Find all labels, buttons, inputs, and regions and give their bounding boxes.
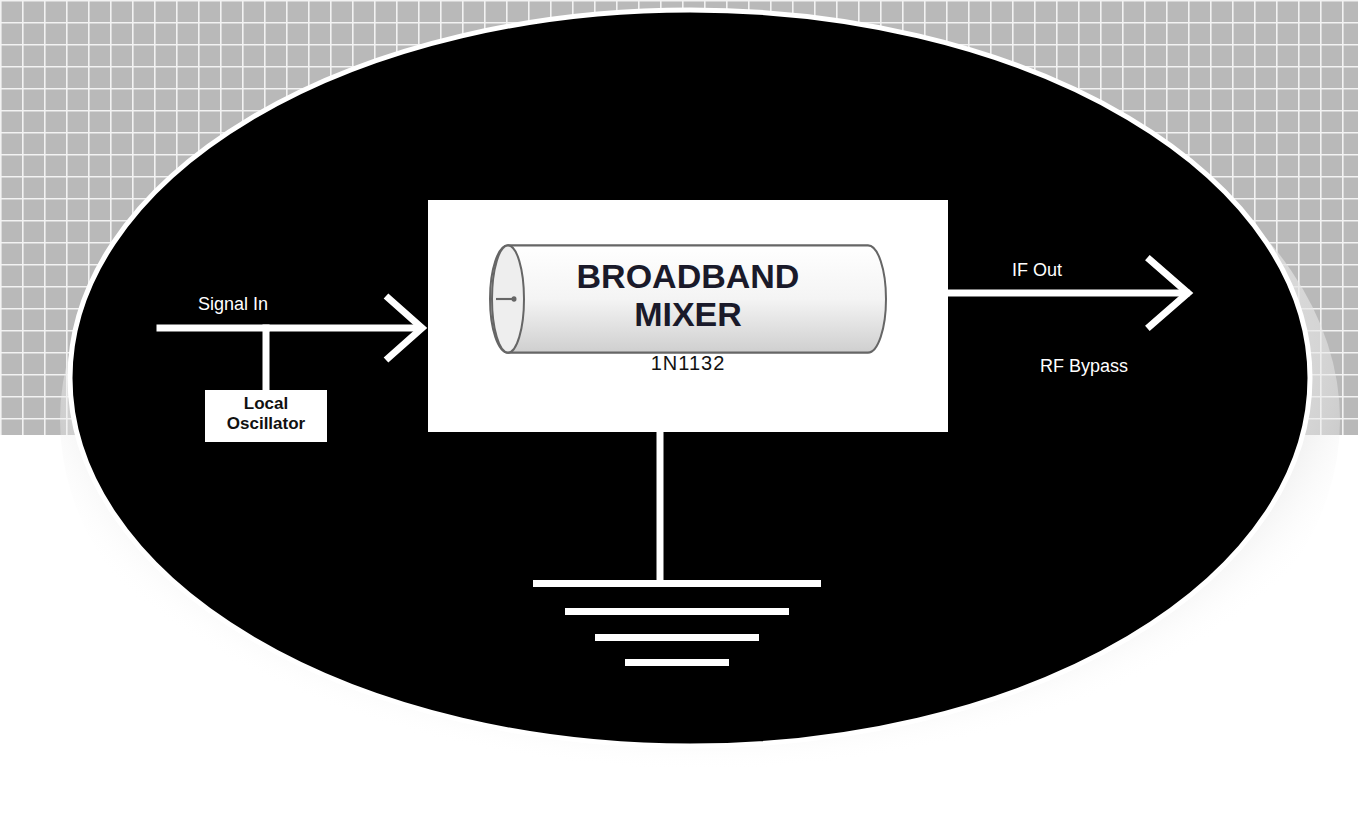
signal-connector xyxy=(266,296,422,390)
signal-label: RF Bypass xyxy=(1040,356,1128,377)
black-ellipse xyxy=(70,10,1310,746)
mixer-box: 1N1132 BROADBAND MIXER xyxy=(428,200,948,432)
ground-lead xyxy=(657,432,664,583)
signal-label: Signal In xyxy=(198,294,268,315)
signal-label: IF Out xyxy=(1012,260,1062,281)
ground-symbol xyxy=(533,580,821,666)
oscillator-label: Local Oscillator xyxy=(209,394,323,434)
part-number: 1N1132 xyxy=(442,352,934,375)
oscillator-box: Local Oscillator xyxy=(205,390,327,442)
signal-in-line xyxy=(160,325,266,332)
if-out-line xyxy=(948,290,1186,297)
tube-label: BROADBAND MIXER xyxy=(568,257,808,333)
diode-tube: BROADBAND MIXER xyxy=(488,240,888,358)
if-out-arrowhead xyxy=(1150,260,1188,326)
